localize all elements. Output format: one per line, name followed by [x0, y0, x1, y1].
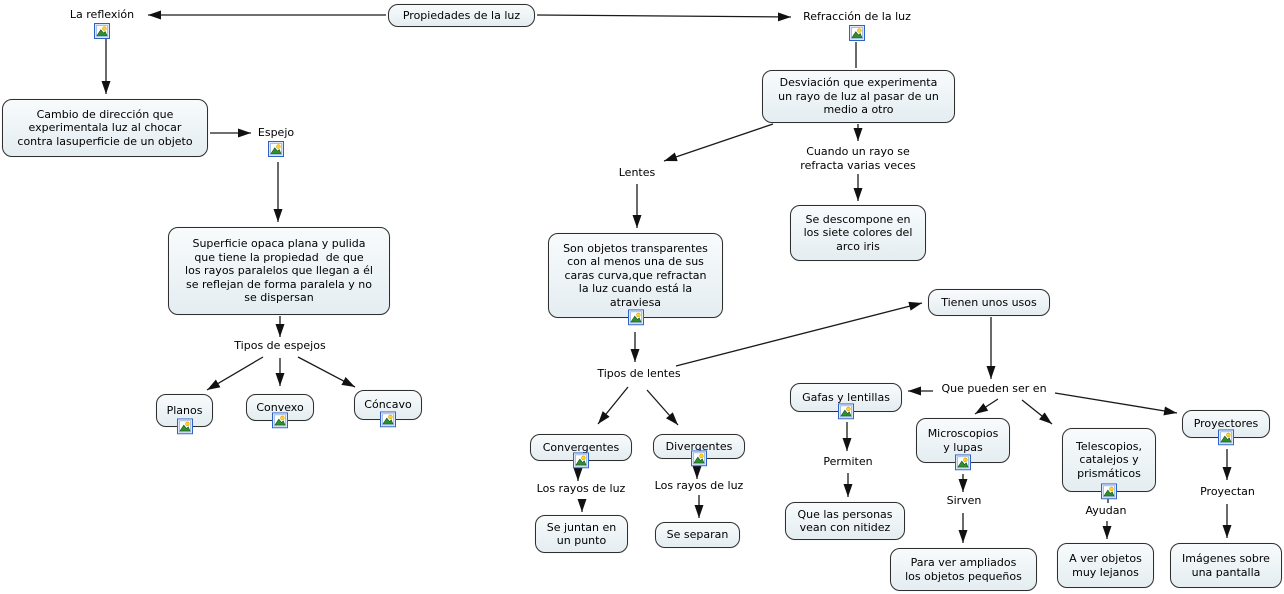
node-desviacion[interactable]: Desviación que experimenta un rayo de lu… [762, 70, 955, 123]
node-permiten[interactable]: Permiten [817, 455, 879, 469]
node-label: Permiten [823, 455, 873, 468]
image-resource-icon[interactable] [176, 418, 193, 435]
node-label: Sirven [946, 494, 982, 507]
node-label: A ver objetos muy lejanos [1069, 552, 1142, 579]
node-proyectan[interactable]: Proyectan [1195, 485, 1260, 499]
node-label: Tipos de espejos [234, 339, 326, 352]
node-label: Para ver ampliados los objetos pequeños [905, 556, 1022, 583]
image-resource-icon[interactable] [1101, 483, 1117, 500]
image-resource-icon[interactable] [691, 450, 707, 467]
node-que-las-personas[interactable]: Que las personas vean con nitidez [785, 502, 905, 540]
node-label: Lentes [618, 166, 656, 179]
image-resource-icon[interactable] [849, 24, 865, 41]
node-superficie-opaca[interactable]: Superficie opaca plana y pulida que tien… [168, 227, 390, 315]
node-divergentes[interactable]: Divergentes [653, 434, 745, 467]
node-refraccion-de-la-luz[interactable]: Refracción de la luz [794, 10, 920, 41]
node-concavo[interactable]: Cóncavo [354, 390, 422, 428]
node-label: Planos [166, 403, 203, 417]
node-label: Microscopios y lupas [927, 427, 999, 454]
node-label: Cóncavo [364, 398, 412, 412]
node-label: Divergentes [665, 439, 733, 453]
node-label: Superficie opaca plana y pulida que tien… [185, 237, 373, 305]
node-telescopios[interactable]: Telescopios, catalejos y prismáticos [1062, 428, 1156, 500]
node-label: Proyectores [1193, 417, 1259, 431]
node-para-ver-ampliados[interactable]: Para ver ampliados los objetos pequeños [890, 548, 1037, 591]
image-resource-icon[interactable] [268, 140, 284, 157]
node-label: La reflexión [69, 8, 135, 21]
node-cuando-un-rayo[interactable]: Cuando un rayo se refracta varias veces [793, 145, 923, 172]
node-convexo[interactable]: Convexo [246, 394, 314, 429]
node-label: Tienen unos usos [941, 295, 1037, 309]
node-label: Que las personas vean con nitidez [797, 507, 893, 535]
image-resource-icon[interactable] [1218, 429, 1234, 446]
node-label: Los rayos de luz [536, 482, 626, 495]
node-label: Tipos de lentes [597, 367, 681, 380]
node-microscopios-y-lupas[interactable]: Microscopios y lupas [916, 418, 1010, 471]
node-se-descompone[interactable]: Se descompone en los siete colores del a… [790, 205, 926, 261]
node-label: Gafas y lentillas [802, 390, 890, 404]
node-tipos-de-espejos[interactable]: Tipos de espejos [226, 339, 334, 353]
node-label: Convexo [256, 400, 304, 414]
node-a-ver-objetos[interactable]: A ver objetos muy lejanos [1057, 543, 1154, 588]
node-sirven[interactable]: Sirven [941, 494, 987, 508]
node-label: Refracción de la luz [803, 10, 911, 23]
node-label: Ayudan [1085, 504, 1127, 517]
node-ayudan[interactable]: Ayudan [1081, 504, 1131, 518]
image-resource-icon[interactable] [380, 411, 396, 428]
node-label: Cuando un rayo se refracta varias veces [800, 145, 916, 172]
node-label: Propiedades de la luz [402, 8, 521, 22]
node-tienen-unos-usos[interactable]: Tienen unos usos [928, 289, 1050, 316]
node-se-juntan[interactable]: Se juntan en un punto [535, 515, 628, 553]
image-resource-icon[interactable] [573, 452, 589, 469]
node-label: Cambio de dirección que experimentala lu… [17, 107, 193, 148]
node-que-pueden-ser-en[interactable]: Que pueden ser en [936, 382, 1052, 396]
image-resource-icon[interactable] [272, 412, 288, 429]
node-label: Telescopios, catalejos y prismáticos [1076, 439, 1142, 480]
node-label: Se descompone en los siete colores del a… [803, 212, 913, 253]
image-resource-icon[interactable] [94, 22, 110, 39]
node-label: Desviación que experimenta un rayo de lu… [778, 76, 939, 117]
node-la-reflexion[interactable]: La reflexión [62, 8, 142, 39]
node-label: Imágenes sobre una pantalla [1182, 552, 1270, 579]
node-proyectores[interactable]: Proyectores [1182, 410, 1270, 446]
node-imagenes-pantalla[interactable]: Imágenes sobre una pantalla [1170, 543, 1282, 588]
node-los-rayos-de-luz-1[interactable]: Los rayos de luz [530, 482, 632, 496]
image-resource-icon[interactable] [627, 309, 644, 326]
node-son-objetos[interactable]: Son objetos transparentes con al menos u… [548, 233, 723, 326]
node-los-rayos-de-luz-2[interactable]: Los rayos de luz [648, 479, 750, 493]
node-tipos-de-lentes[interactable]: Tipos de lentes [591, 367, 687, 381]
node-gafas-y-lentillas[interactable]: Gafas y lentillas [790, 383, 902, 420]
node-label: Espejo [257, 126, 295, 139]
node-se-separan[interactable]: Se separan [655, 522, 740, 548]
node-label: Convergentes [542, 440, 620, 454]
node-propiedades-de-la-luz[interactable]: Propiedades de la luz [388, 4, 535, 27]
node-label: Se juntan en un punto [546, 520, 617, 548]
node-convergentes[interactable]: Convergentes [530, 434, 632, 469]
node-label: Se separan [666, 528, 729, 542]
node-planos[interactable]: Planos [156, 394, 213, 435]
node-lentes[interactable]: Lentes [614, 166, 660, 180]
node-label: Son objetos transparentes con al menos u… [563, 241, 708, 309]
node-label: Que pueden ser en [941, 382, 1047, 395]
node-label: Proyectan [1200, 485, 1255, 498]
image-resource-icon[interactable] [838, 403, 854, 420]
image-resource-icon[interactable] [955, 454, 971, 471]
node-cambio-de-direccion[interactable]: Cambio de dirección que experimentala lu… [2, 99, 208, 157]
node-espejo[interactable]: Espejo [253, 126, 299, 157]
node-label: Los rayos de luz [654, 479, 744, 492]
